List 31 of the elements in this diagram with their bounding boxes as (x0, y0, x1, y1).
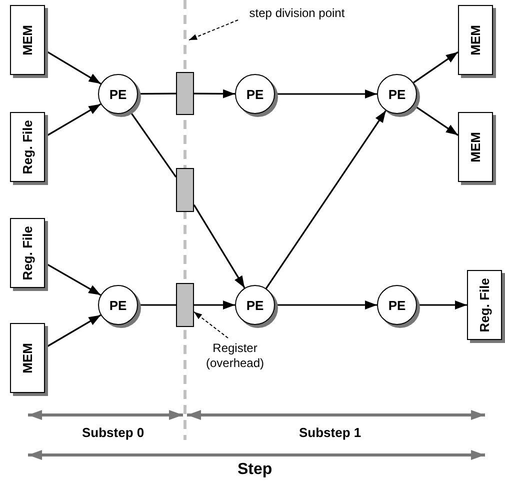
register-note: Register (overhead) (195, 338, 275, 374)
leader-line (194, 311, 228, 338)
storage-box: Reg. File (10, 218, 45, 288)
register-box (176, 283, 194, 327)
pe-circle: PE (235, 74, 275, 114)
arrow (417, 300, 467, 310)
pe-circle: PE (98, 74, 138, 114)
storage-box: MEM (458, 112, 493, 182)
arrow (266, 110, 386, 289)
storage-box: MEM (10, 323, 45, 393)
dimension-label: Substep 0 (82, 424, 144, 440)
pe-circle: PE (235, 285, 275, 325)
dimension-label: Substep 1 (299, 424, 362, 440)
dimension-label: Step (238, 461, 272, 479)
arrow (193, 204, 246, 288)
arrow (413, 51, 458, 84)
arrow (275, 90, 377, 98)
pe-circle: PE (98, 285, 138, 325)
storage-box: Reg. File (467, 270, 502, 340)
storage-box: Reg. File (10, 112, 45, 182)
storage-box: MEM (458, 5, 493, 75)
pe-circle: PE (377, 285, 417, 325)
arrow (194, 300, 235, 310)
leader-line (188, 20, 238, 40)
register-box (176, 168, 194, 212)
storage-box: MEM (10, 5, 45, 75)
arrow (194, 89, 235, 98)
arrow (275, 300, 377, 310)
pe-circle: PE (377, 74, 417, 114)
register-box (176, 72, 194, 115)
division-point-note: step division point (238, 4, 356, 22)
